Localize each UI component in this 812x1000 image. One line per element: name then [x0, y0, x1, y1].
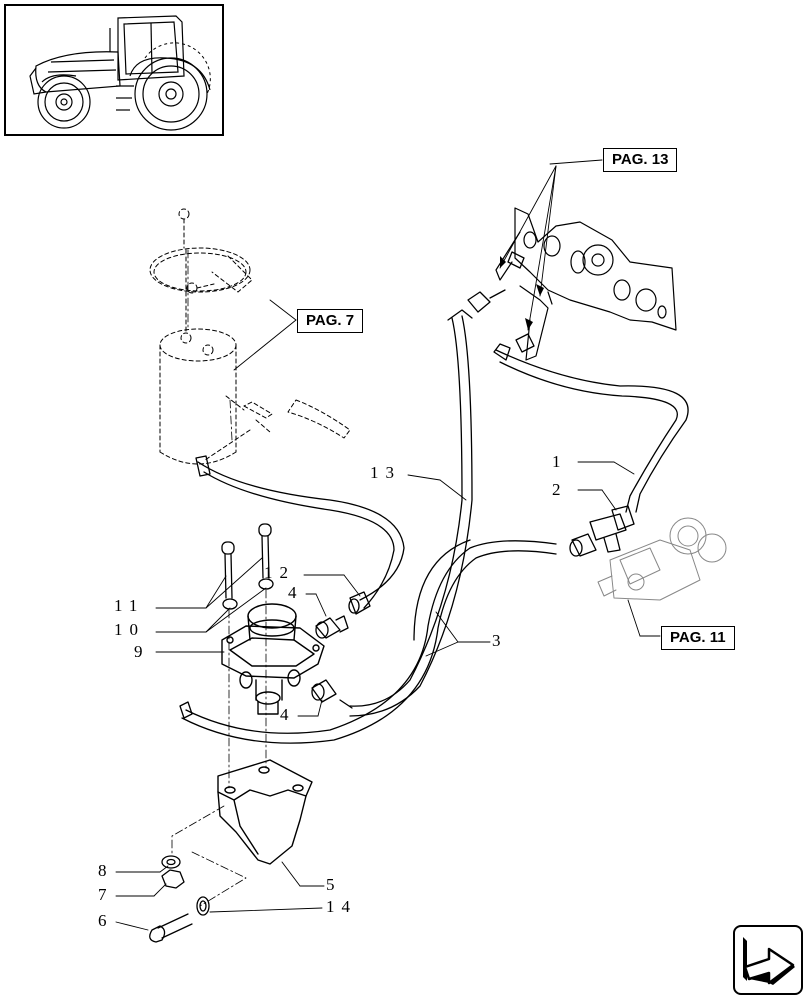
bolts-11 — [221, 523, 272, 599]
tractor-icon — [29, 15, 211, 131]
callout-11: 11 — [114, 596, 145, 615]
page-ref-13[interactable]: PAG. 13 — [603, 148, 678, 172]
arrow-heads — [500, 256, 544, 330]
tee-fitting — [569, 505, 635, 557]
hardware-lower — [149, 855, 210, 943]
support-bracket — [217, 759, 313, 865]
tractor-thumbnail — [4, 4, 224, 136]
fitting-4-lower — [311, 679, 353, 709]
dashboard-bracket — [495, 207, 677, 361]
bracket-fittings — [467, 251, 535, 353]
leader-lines — [115, 159, 661, 931]
hose-1 — [493, 343, 689, 513]
ghost-valve — [597, 517, 727, 601]
hose-13 — [349, 309, 473, 717]
callout-10: 10 — [114, 620, 145, 639]
page-ref-11[interactable]: PAG. 11 — [661, 626, 735, 650]
callout-3: 3 — [492, 631, 508, 650]
fitting-12 — [348, 591, 371, 615]
callout-2: 2 — [552, 480, 568, 499]
page-ref-7[interactable]: PAG. 7 — [297, 309, 364, 333]
washers-10 — [222, 578, 274, 610]
next-page-button[interactable] — [733, 925, 803, 995]
callout-5: 5 — [326, 875, 342, 894]
valve-body — [221, 603, 325, 715]
callout-8: 8 — [98, 861, 114, 880]
hose-end-left — [179, 701, 193, 719]
callout-7: 7 — [98, 885, 114, 904]
callout-9: 9 — [134, 642, 150, 661]
callout-1: 1 — [552, 452, 568, 471]
center-lines — [171, 249, 267, 907]
callout-6: 6 — [98, 911, 114, 930]
next-page-arrow-icon — [743, 937, 795, 985]
callout-14: 14 — [326, 897, 357, 916]
fitting-4-upper — [315, 615, 349, 639]
hose-3 — [181, 539, 557, 744]
callout-4-lower: 4 — [280, 705, 296, 724]
air-tank — [149, 208, 351, 465]
callout-12: 12 — [264, 563, 295, 582]
tank-hose — [195, 455, 405, 609]
callout-13: 13 — [370, 463, 401, 482]
callout-4-upper: 4 — [288, 583, 304, 602]
